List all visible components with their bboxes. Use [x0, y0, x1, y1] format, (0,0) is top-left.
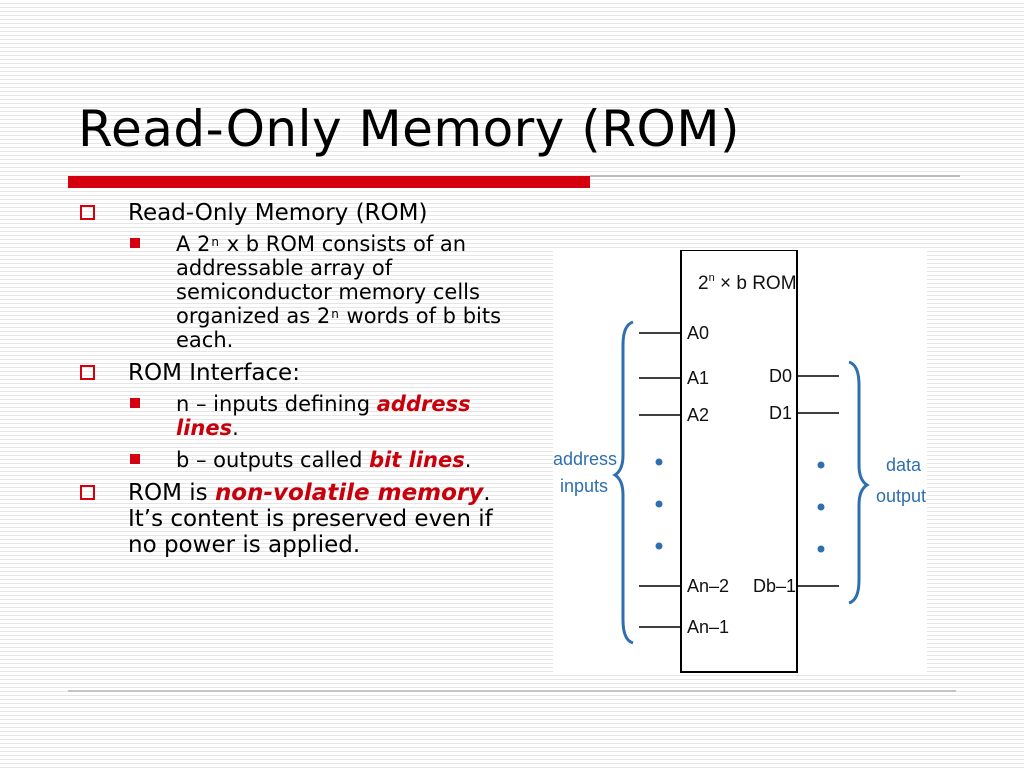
emphasis-text: address lines: [176, 392, 471, 440]
sub-bullet-text-a: A 2: [176, 232, 211, 256]
slide-content: Read-Only Memory (ROM) A 2n x b ROM cons…: [78, 200, 508, 564]
data-outputs-label: outputs: [876, 486, 927, 506]
filled-square-bullet-icon: [130, 454, 140, 464]
emphasis-text: non-volatile memory: [214, 480, 484, 506]
ellipsis-dot: [817, 461, 825, 469]
sub-bullet-text-end: .: [464, 448, 472, 472]
emphasis-text: bit lines: [369, 448, 465, 472]
input-label-a0: A0: [687, 323, 709, 343]
output-label-d1: D1: [769, 403, 792, 423]
input-label-an1: An–1: [687, 617, 729, 637]
sub-bullet-item: A 2n x b ROM consists of an addressable …: [78, 232, 508, 352]
rom-block-diagram: 2n × b ROM A0 A1 A2 An–2 An–1 D0 D1 Db–1: [553, 249, 935, 674]
sub-bullet-text-c: words of b bits each.: [176, 304, 502, 352]
input-label-a1: A1: [687, 368, 709, 388]
bullet-item: ROM Interface:: [78, 360, 508, 386]
bullet-item: Read-Only Memory (ROM): [78, 200, 508, 226]
filled-square-bullet-icon: [130, 238, 140, 248]
superscript-n: n: [331, 307, 339, 321]
sub-bullet-item: n – inputs defining address lines.: [78, 392, 508, 440]
address-inputs-label: address: [553, 449, 617, 469]
ellipsis-dot: [655, 542, 663, 550]
data-outputs-brace: [848, 360, 870, 605]
hollow-square-bullet-icon: [80, 365, 95, 380]
input-label-an2: An–2: [687, 576, 729, 596]
sub-bullet-item: b – outputs called bit lines.: [78, 448, 508, 472]
superscript-n: n: [211, 235, 220, 249]
bottom-rule-line: [68, 690, 956, 692]
address-inputs-label: inputs: [560, 476, 608, 496]
slide-title: Read-Only Memory (ROM): [78, 100, 740, 158]
bullet-text: ROM Interface:: [128, 360, 300, 386]
rom-diagram-svg: 2n × b ROM A0 A1 A2 An–2 An–1 D0 D1 Db–1: [553, 249, 935, 673]
ellipsis-dot: [655, 458, 663, 466]
sub-bullet-text-end: .: [232, 416, 239, 440]
sub-bullet-text: b – outputs called: [176, 448, 370, 472]
data-outputs-label: data: [886, 455, 922, 475]
output-label-d0: D0: [769, 366, 792, 386]
title-accent-rule: [68, 176, 590, 188]
sub-bullet-text-b: x b ROM consists of an addressable array…: [176, 232, 480, 328]
sub-bullet-text: n – inputs defining: [176, 392, 377, 416]
output-label-db1: Db–1: [753, 576, 796, 596]
ellipsis-dot: [817, 545, 825, 553]
bullet-item: ROM is non-volatile memory. It’s content…: [78, 480, 508, 558]
ellipsis-dot: [655, 500, 663, 508]
bullet-text: ROM is: [128, 480, 215, 506]
filled-square-bullet-icon: [130, 398, 140, 408]
title-rule-line: [590, 175, 960, 177]
hollow-square-bullet-icon: [80, 205, 95, 220]
bullet-text-end: . It’s content is preserved even if no p…: [128, 480, 493, 558]
rom-block-label: 2n × b ROM: [698, 272, 797, 294]
ellipsis-dot: [817, 503, 825, 511]
hollow-square-bullet-icon: [80, 485, 95, 500]
input-label-a2: A2: [687, 405, 709, 425]
bullet-text: Read-Only Memory (ROM): [128, 200, 428, 226]
address-inputs-brace: [612, 320, 634, 645]
rom-block-box: [680, 249, 798, 673]
